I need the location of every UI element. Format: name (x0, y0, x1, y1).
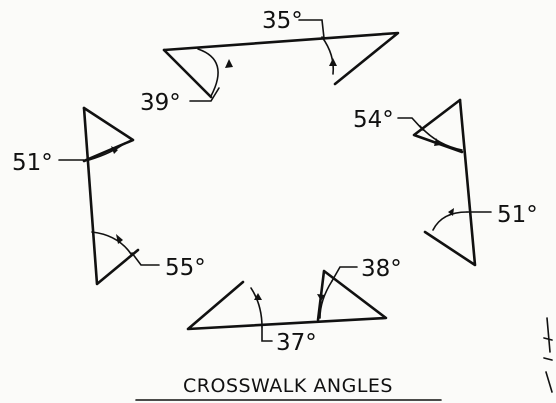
bottom-crosswalk (186, 266, 388, 342)
angle-label-39: 39° (140, 90, 181, 116)
right-crosswalk-main-edge (423, 98, 477, 267)
right-crosswalk (397, 98, 492, 267)
bottom-crosswalk-edges (186, 269, 388, 331)
angle-label-38: 38° (361, 256, 402, 282)
angle-label-55: 55° (165, 255, 206, 281)
angle-arc-37 (250, 287, 263, 328)
leader-54 (397, 117, 424, 131)
angle-label-54: 54° (353, 107, 394, 133)
angle-label-51-left: 51° (12, 150, 53, 176)
leader-39 (189, 87, 220, 102)
angle-arrowhead-38 (317, 294, 325, 301)
left-crosswalk (58, 106, 160, 286)
angle-arc-38 (319, 280, 333, 319)
angle-arc-35 (321, 36, 335, 75)
angle-arc-55 (91, 231, 132, 255)
leader-37 (261, 326, 273, 342)
angle-arc-51-left (88, 142, 126, 161)
left-crosswalk-main-edge (82, 106, 140, 286)
angle-label-51-right: 51° (497, 202, 538, 228)
angle-arc-51-right (432, 211, 468, 231)
top-crosswalk-left-edge (162, 48, 213, 99)
leader-55 (131, 252, 160, 266)
angle-arrowhead-55 (116, 234, 123, 244)
diagram-caption: CROSSWALK ANGLES (183, 375, 393, 397)
leader-35 (298, 19, 325, 39)
angle-arrowhead-39 (225, 59, 233, 68)
angle-arrowhead-51-left (111, 146, 118, 154)
top-crosswalk (162, 19, 400, 102)
edge-tick-marks (543, 317, 553, 393)
angle-label-37: 37° (276, 330, 317, 356)
angle-arrowhead-35 (329, 58, 337, 66)
edge-marks (543, 317, 553, 393)
angle-arc-39 (197, 48, 219, 97)
angle-arrowhead-54 (434, 138, 441, 146)
angle-arrowhead-51-right (448, 208, 454, 216)
angle-arrowhead-37 (254, 293, 262, 300)
right-crosswalk-upper-edge (412, 98, 464, 154)
leader-38 (331, 266, 358, 282)
angle-label-35: 35° (262, 8, 303, 34)
top-crosswalk-right-edge (162, 31, 400, 86)
left-crosswalk-upper-edge (82, 106, 135, 163)
